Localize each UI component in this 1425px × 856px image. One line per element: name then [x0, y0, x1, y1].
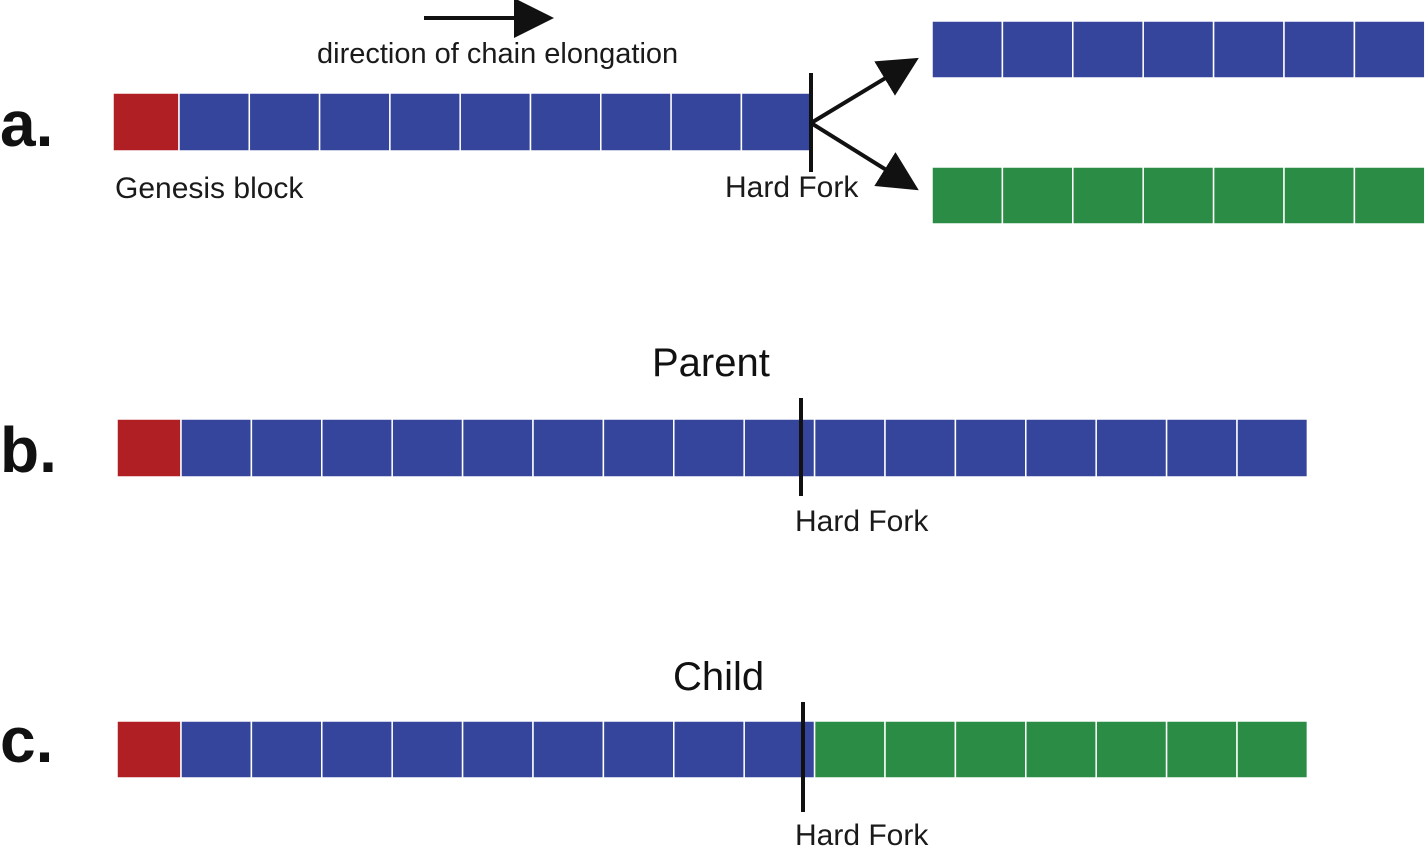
chain-block	[1165, 418, 1238, 478]
genesis-block	[116, 720, 182, 779]
panel-a-label: a.	[0, 88, 54, 160]
chain-block	[461, 418, 534, 478]
panel-b-chain	[116, 418, 1309, 478]
lower-branch-block	[1142, 166, 1215, 225]
lower-branch-block	[931, 166, 1004, 225]
chain-block	[743, 418, 816, 478]
chain-block	[529, 92, 602, 152]
panel-a-upper-branch	[931, 20, 1425, 79]
chain-block	[180, 418, 253, 478]
upper-branch-block	[931, 20, 1004, 79]
chain-block	[391, 418, 464, 478]
genesis-block-label: Genesis block	[115, 172, 304, 205]
panel-c-label: c.	[0, 704, 54, 776]
chain-block	[673, 418, 745, 478]
chain-block	[178, 92, 251, 152]
chain-block	[813, 418, 886, 478]
upper-branch-block	[1072, 20, 1144, 79]
chain-block	[884, 720, 957, 779]
chain-block	[532, 418, 605, 478]
panel-b-label: b.	[0, 414, 57, 486]
chain-block	[248, 92, 321, 152]
chain-block	[673, 720, 745, 779]
chain-block	[1236, 720, 1309, 779]
fork-arrow-down-icon	[809, 121, 919, 191]
upper-branch-block	[1353, 20, 1425, 79]
lower-branch-block	[1353, 166, 1425, 225]
chain-block	[954, 418, 1027, 478]
chain-block	[1236, 418, 1309, 478]
chain-block	[1095, 418, 1168, 478]
chain-block	[532, 720, 605, 779]
chain-block	[1025, 418, 1097, 478]
lower-branch-block	[1283, 166, 1356, 225]
chain-block	[1025, 720, 1097, 779]
hard-fork-label-b: Hard Fork	[795, 505, 929, 538]
chain-block	[391, 720, 464, 779]
fork-arrow-up-icon	[809, 57, 919, 125]
lower-branch-block	[1001, 166, 1074, 225]
genesis-block	[116, 418, 182, 478]
hard-fork-label-c: Hard Fork	[795, 819, 929, 852]
chain-block	[600, 92, 672, 152]
chain-block	[389, 92, 461, 152]
upper-branch-block	[1283, 20, 1356, 79]
chain-block	[250, 418, 323, 478]
panel-a-main-chain	[112, 92, 813, 152]
chain-block	[321, 720, 393, 779]
chain-block	[1095, 720, 1168, 779]
chain-block	[461, 720, 534, 779]
chain-block	[954, 720, 1027, 779]
direction-label: direction of chain elongation	[317, 38, 679, 70]
chain-block	[318, 92, 391, 152]
upper-branch-block	[1142, 20, 1215, 79]
chain-block	[602, 720, 675, 779]
chain-block	[459, 92, 532, 152]
chain-block	[813, 720, 886, 779]
chain-block	[1165, 720, 1238, 779]
chain-block	[180, 720, 253, 779]
chain-block	[602, 418, 675, 478]
lower-branch-block	[1072, 166, 1144, 225]
genesis-block	[112, 92, 180, 152]
panel-a-lower-branch	[931, 166, 1425, 225]
child-title: Child	[673, 655, 765, 699]
chain-block	[321, 418, 393, 478]
parent-title: Parent	[652, 341, 770, 385]
chain-block	[740, 92, 813, 152]
chain-block	[884, 418, 957, 478]
panel-c-chain	[116, 720, 1309, 779]
upper-branch-block	[1212, 20, 1285, 79]
hard-fork-label-a: Hard Fork	[725, 171, 859, 204]
chain-block	[250, 720, 323, 779]
lower-branch-block	[1212, 166, 1285, 225]
chain-block	[670, 92, 743, 152]
upper-branch-block	[1001, 20, 1074, 79]
